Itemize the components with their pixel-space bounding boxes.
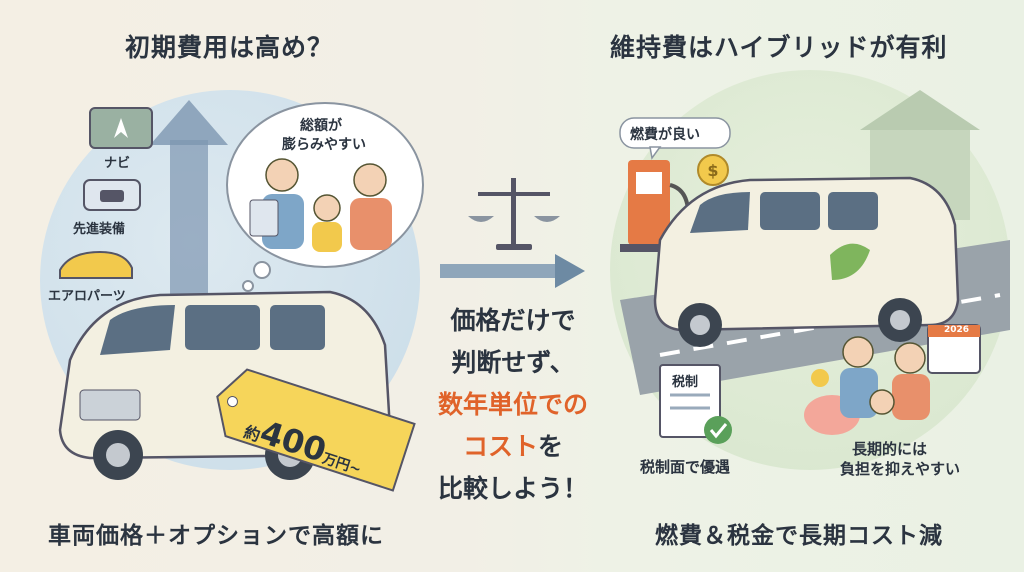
balance-scale-icon bbox=[468, 178, 560, 250]
family-illustration bbox=[249, 158, 392, 252]
fuel-speech-bubble bbox=[619, 117, 731, 160]
coin-icon: $ bbox=[697, 154, 729, 186]
aero-car-icon bbox=[59, 250, 133, 279]
left-caption: 車両価格＋オプションで高額に bbox=[48, 523, 384, 549]
tax-doc-text: 税制 bbox=[672, 375, 699, 390]
safety-sensor-icon bbox=[83, 179, 141, 211]
center-accent-line-2: コスト bbox=[462, 432, 538, 461]
leaf-icon bbox=[830, 243, 870, 280]
minivan-right bbox=[653, 176, 960, 347]
svg-text:$: $ bbox=[707, 161, 718, 180]
option-label-navi: ナビ bbox=[104, 156, 131, 171]
left-title: 初期費用は高め？ bbox=[125, 33, 334, 62]
calendar-year: 2026 bbox=[944, 325, 970, 335]
tax-label: 税制面で優遇 bbox=[640, 458, 731, 476]
center-message: 価格だけで 判断せず、 数年単位での コストを 比較しよう！ bbox=[428, 300, 598, 510]
center-accent-suffix: を bbox=[538, 432, 564, 461]
option-label-aero: エアロパーツ bbox=[48, 289, 126, 304]
center-accent-line-1: 数年単位での bbox=[437, 390, 588, 419]
right-title: 維持費はハイブリッドが有利 bbox=[610, 33, 948, 62]
long-term-line-1: 長期的には bbox=[852, 440, 928, 458]
long-term-line-2: 負担を抑えやすい bbox=[840, 460, 961, 478]
calendar-icon bbox=[927, 324, 981, 374]
fuel-pump-icon bbox=[620, 160, 691, 252]
up-arrow-icon bbox=[150, 100, 228, 300]
center-line-2: 判断せず、 bbox=[451, 348, 575, 377]
tax-document-icon bbox=[659, 364, 732, 444]
center-line-1: 価格だけで bbox=[450, 306, 576, 335]
option-label-safety: 先進装備 bbox=[73, 222, 126, 237]
navigation-icon bbox=[89, 107, 153, 149]
thought-line-2: 膨らみやすい bbox=[282, 137, 366, 153]
fuel-bubble-text: 燃費が良い bbox=[630, 127, 700, 143]
thought-line-1: 総額が bbox=[300, 118, 342, 134]
right-family-illustration bbox=[840, 336, 930, 420]
center-arrow-icon bbox=[440, 254, 585, 288]
price-tag bbox=[216, 368, 416, 492]
right-caption: 燃費＆税金で長期コスト減 bbox=[655, 523, 943, 549]
center-final-line: 比較しよう！ bbox=[437, 474, 588, 503]
